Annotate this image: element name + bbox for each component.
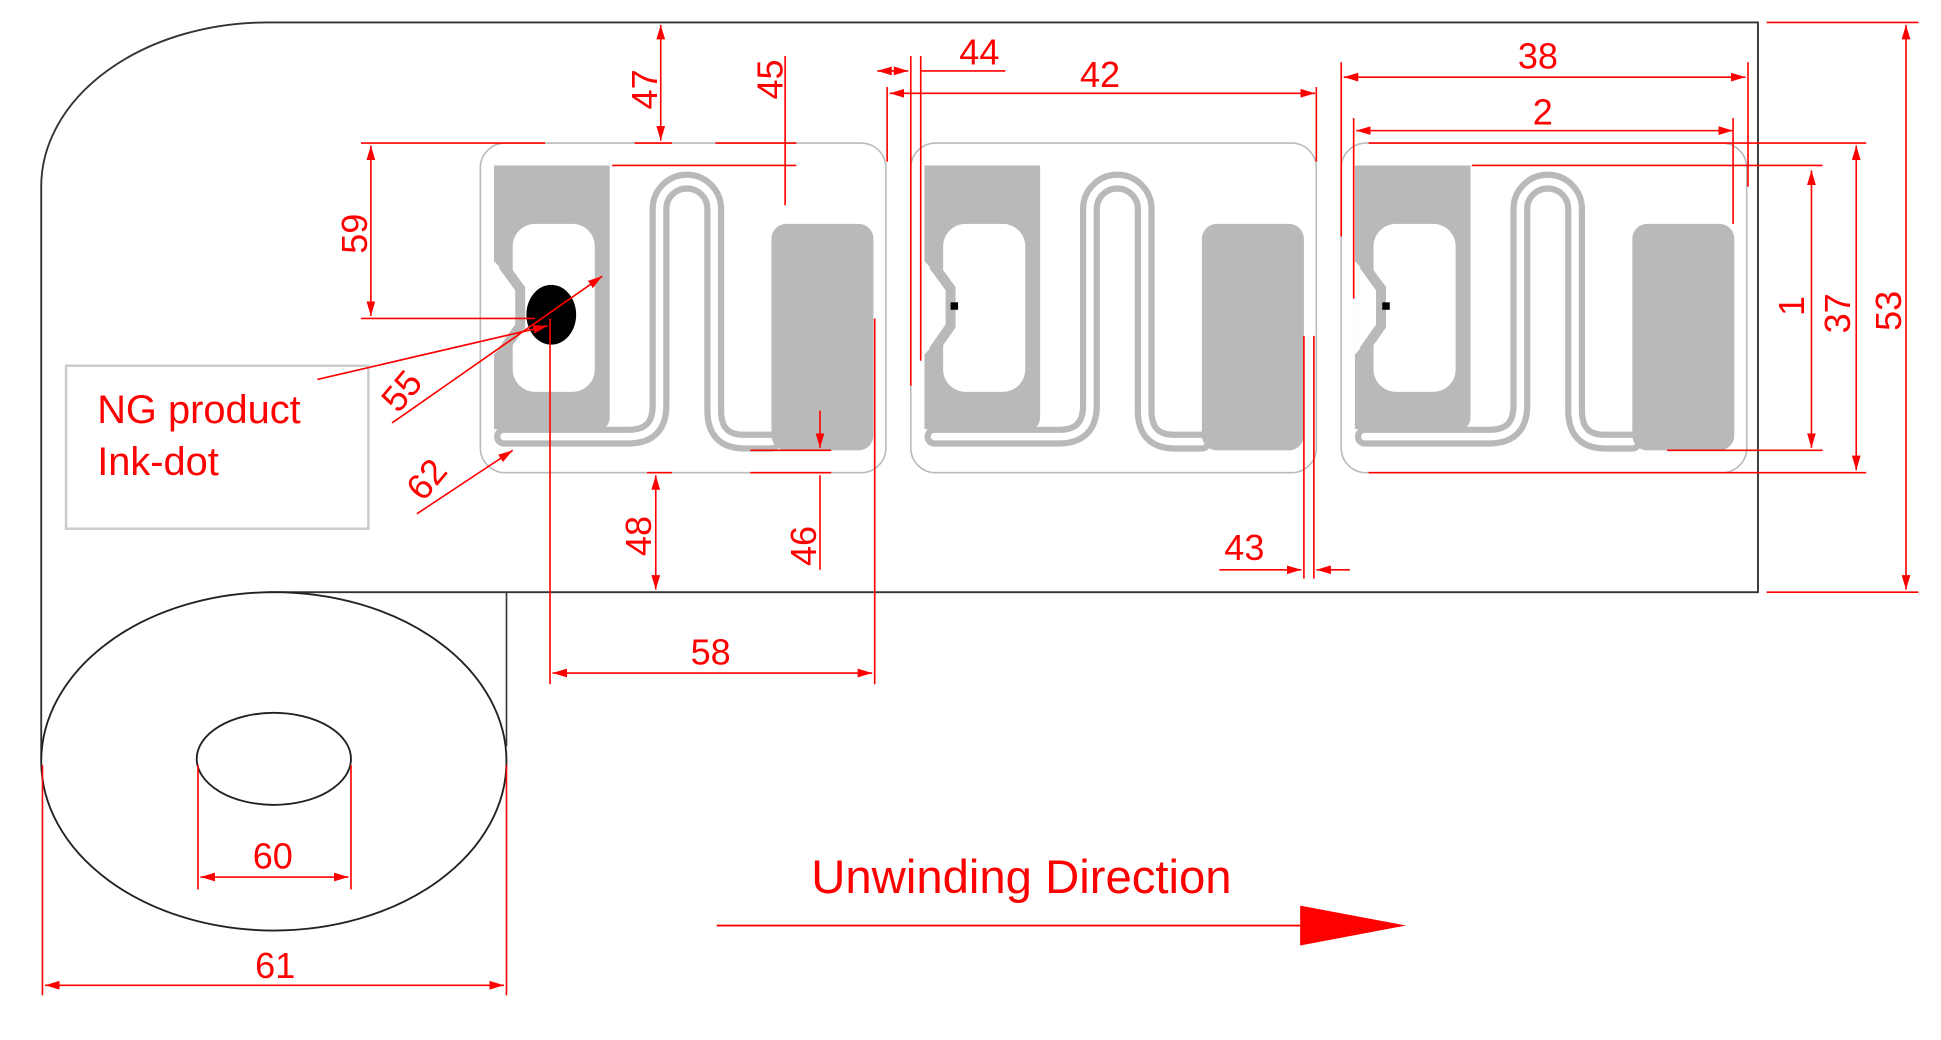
dim-43: 43: [1224, 527, 1264, 568]
ink-dot-label: Ink-dot: [97, 440, 219, 484]
dim-2: 2: [1533, 91, 1553, 132]
ng-product-label: NG product: [97, 388, 301, 432]
chip-icon: [950, 302, 959, 310]
dim-45: 45: [750, 59, 791, 99]
dim-59: 59: [334, 214, 375, 254]
dim-47: 47: [624, 69, 665, 109]
roll-core: [195, 711, 352, 806]
chip-icon: [1382, 302, 1390, 310]
dim-44: 44: [959, 32, 999, 73]
dim-55: 55: [373, 362, 430, 419]
dim-38: 38: [1518, 35, 1558, 76]
dimension-lines: [41, 21, 1919, 996]
ng-product-callout-box: [64, 364, 370, 530]
dim-48: 48: [618, 516, 659, 556]
dim-58: 58: [691, 631, 731, 672]
ink-dot-mark: [526, 284, 577, 345]
label-web-outline: [40, 21, 1759, 759]
ink-dot-leader: [317, 324, 548, 381]
rfid-tag-3: [1341, 143, 1747, 473]
dim-53: 53: [1868, 291, 1909, 331]
dim-61: 61: [255, 945, 295, 986]
unwinding-direction-label: Unwinding Direction: [811, 851, 1231, 904]
dim-46: 46: [783, 526, 824, 566]
dim-37: 37: [1817, 293, 1858, 333]
rfid-tag-2: [911, 143, 1317, 473]
dim-1: 1: [1771, 296, 1812, 316]
dim-42: 42: [1080, 54, 1120, 95]
arrow-right-icon: [716, 905, 1406, 946]
dim-60: 60: [253, 835, 293, 876]
dim-62: 62: [398, 451, 455, 508]
